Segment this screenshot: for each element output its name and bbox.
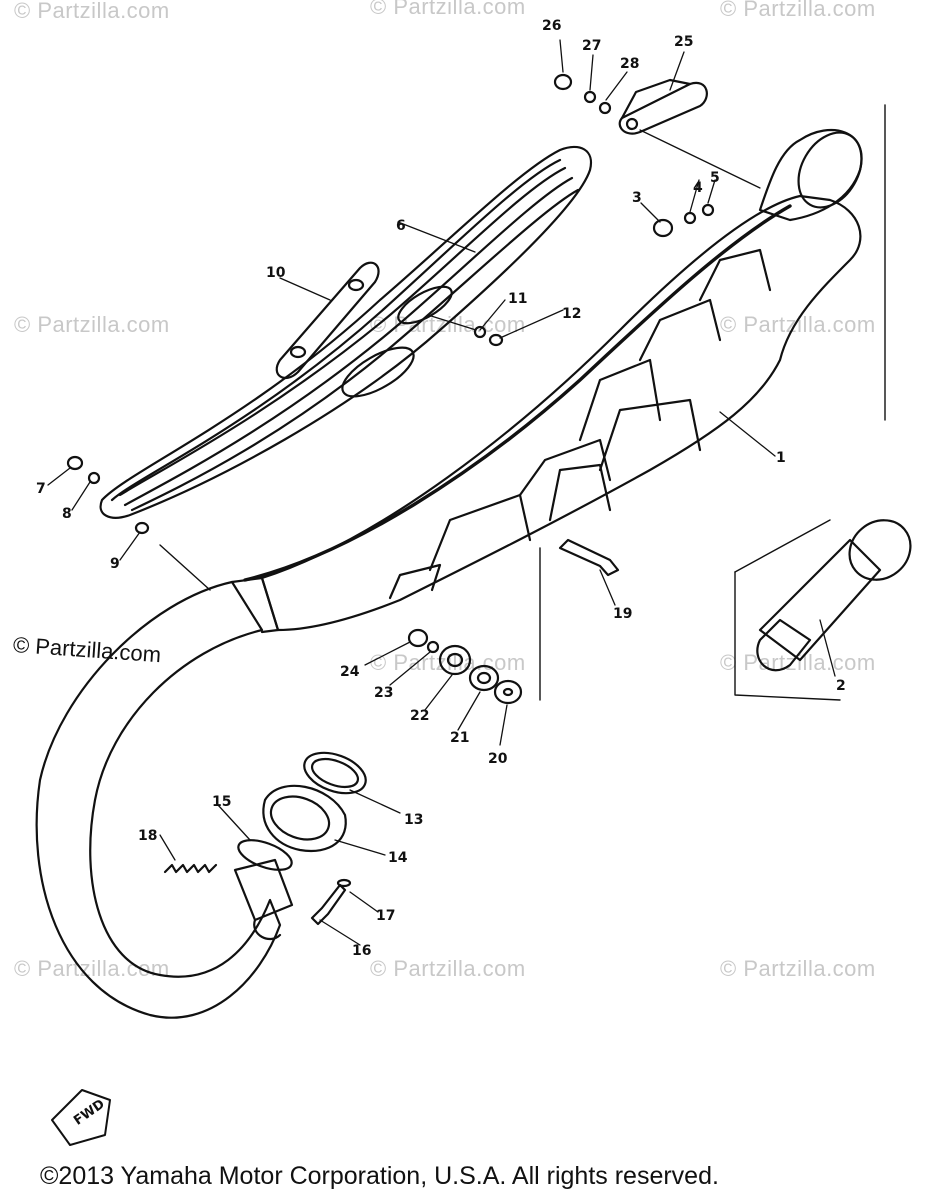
collar-9 bbox=[134, 521, 150, 535]
chamber-rib bbox=[598, 398, 702, 472]
callout-26: 26 bbox=[542, 18, 561, 34]
callout-16: 16 bbox=[352, 943, 371, 959]
callout-28: 28 bbox=[620, 56, 639, 72]
washer-11 bbox=[473, 325, 487, 339]
copyright-notice: ©2013 Yamaha Motor Corporation, U.S.A. A… bbox=[40, 1162, 719, 1190]
watermark: © Partzilla.com bbox=[720, 312, 876, 337]
callout-20: 20 bbox=[488, 751, 508, 767]
callout-17: 17 bbox=[376, 908, 395, 924]
watermark: © Partzilla.com bbox=[370, 956, 526, 981]
spring bbox=[163, 863, 218, 874]
watermark: © Partzilla.com bbox=[14, 0, 170, 23]
callout-27: 27 bbox=[582, 38, 601, 54]
chamber-rib bbox=[578, 358, 662, 442]
chamber-rib bbox=[428, 493, 532, 572]
chamber-rib bbox=[698, 248, 772, 302]
callout-11: 11 bbox=[508, 291, 527, 307]
callout-13: 13 bbox=[404, 812, 423, 828]
watermark: © Partzilla.com bbox=[720, 0, 876, 21]
callout-2: 2 bbox=[836, 678, 846, 694]
callout-6: 6 bbox=[396, 218, 406, 234]
silencer-end bbox=[848, 519, 912, 581]
heat-shield-line bbox=[118, 166, 567, 497]
callout-3: 3 bbox=[632, 190, 642, 206]
heat-shield-line bbox=[130, 188, 580, 512]
silencer-tip bbox=[756, 618, 812, 672]
watermark: © Partzilla.com bbox=[14, 956, 170, 981]
chamber-rib bbox=[518, 438, 612, 497]
chamber-seam bbox=[243, 204, 792, 582]
callout-10: 10 bbox=[266, 265, 286, 281]
expansion-chamber bbox=[260, 194, 862, 632]
front-arrow-icon bbox=[51, 1089, 111, 1146]
chamber-rib bbox=[548, 463, 612, 522]
washer-20 bbox=[493, 679, 523, 705]
callout-23: 23 bbox=[374, 685, 393, 701]
washer-8 bbox=[87, 471, 101, 485]
nut-12 bbox=[488, 333, 504, 347]
watermark: © Partzilla.com bbox=[14, 312, 170, 337]
washer-27 bbox=[583, 90, 597, 104]
watermark: © Partzilla.com bbox=[720, 956, 876, 981]
bolt-19 bbox=[558, 538, 620, 577]
nut-28 bbox=[598, 101, 612, 115]
bolt-7 bbox=[66, 455, 84, 471]
callout-18: 18 bbox=[138, 828, 157, 844]
bolt-3 bbox=[652, 218, 674, 238]
washer-4 bbox=[683, 211, 697, 225]
callout-12: 12 bbox=[562, 306, 581, 322]
heat-shield-inner bbox=[110, 158, 562, 502]
callout-22: 22 bbox=[410, 708, 429, 724]
front-arrow-label: FWD bbox=[71, 1097, 108, 1129]
pipe-neck bbox=[233, 858, 294, 922]
bolt-16 bbox=[310, 883, 347, 926]
exhaust-pipe-bend bbox=[35, 580, 282, 1019]
callout-1: 1 bbox=[776, 450, 786, 466]
mount-bracket bbox=[618, 81, 708, 135]
chamber-rib bbox=[388, 563, 442, 600]
callout-14: 14 bbox=[388, 850, 408, 866]
exhaust-flange bbox=[262, 784, 347, 853]
grommet-22 bbox=[438, 644, 472, 676]
callout-15: 15 bbox=[212, 794, 231, 810]
silencer-insert bbox=[758, 538, 882, 662]
callout-19: 19 bbox=[613, 606, 632, 622]
gasket-13 bbox=[303, 751, 367, 795]
chamber-rib bbox=[638, 298, 722, 362]
callout-24: 24 bbox=[340, 664, 360, 680]
callout-7: 7 bbox=[36, 481, 46, 497]
tail-pipe bbox=[758, 128, 863, 222]
bolt-26 bbox=[553, 73, 573, 91]
callout-8: 8 bbox=[62, 506, 72, 522]
washer-23 bbox=[426, 640, 440, 654]
collar-21 bbox=[468, 664, 500, 692]
callout-9: 9 bbox=[110, 556, 120, 572]
seal-ring bbox=[237, 839, 293, 871]
callout-5: 5 bbox=[710, 170, 720, 186]
heat-shield-line bbox=[123, 176, 574, 507]
callout-4: 4 bbox=[693, 180, 703, 196]
callout-25: 25 bbox=[674, 34, 693, 50]
watermark: © Partzilla.com bbox=[370, 0, 526, 19]
shield-hole bbox=[341, 346, 415, 398]
heat-shield-bracket bbox=[275, 261, 380, 379]
callout-21: 21 bbox=[450, 730, 469, 746]
tail-pipe-end bbox=[797, 131, 863, 209]
nut-5 bbox=[701, 203, 715, 217]
nut-24 bbox=[407, 628, 429, 648]
